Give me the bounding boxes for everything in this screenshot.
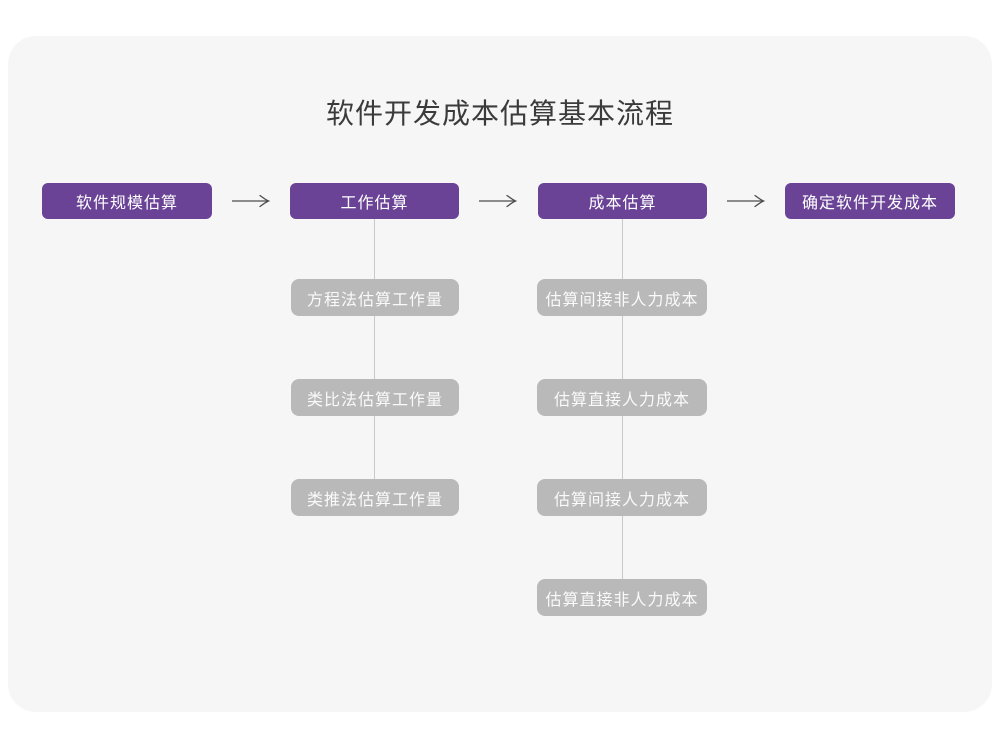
right-arrow-icon bbox=[479, 194, 518, 208]
stage-work-estimation: 工作估算 bbox=[290, 183, 459, 219]
stage-software-size-estimation: 软件规模估算 bbox=[42, 183, 212, 219]
right-arrow-icon bbox=[232, 194, 271, 208]
substep-analogy-method: 类比法估算工作量 bbox=[291, 379, 459, 416]
right-arrow-icon bbox=[727, 194, 766, 208]
connector-line-work bbox=[374, 219, 375, 479]
substep-extrapolation-method: 类推法估算工作量 bbox=[291, 479, 459, 516]
substep-equation-method: 方程法估算工作量 bbox=[291, 279, 459, 316]
substep-direct-non-labor-cost: 估算直接非人力成本 bbox=[537, 579, 707, 616]
stage-determine-dev-cost: 确定软件开发成本 bbox=[785, 183, 955, 219]
substep-indirect-labor-cost: 估算间接人力成本 bbox=[537, 479, 707, 516]
diagram-title: 软件开发成本估算基本流程 bbox=[325, 98, 674, 129]
diagram-card bbox=[8, 36, 992, 712]
substep-indirect-non-labor-cost: 估算间接非人力成本 bbox=[537, 279, 707, 316]
stage-cost-estimation: 成本估算 bbox=[538, 183, 707, 219]
substep-direct-labor-cost: 估算直接人力成本 bbox=[537, 379, 707, 416]
